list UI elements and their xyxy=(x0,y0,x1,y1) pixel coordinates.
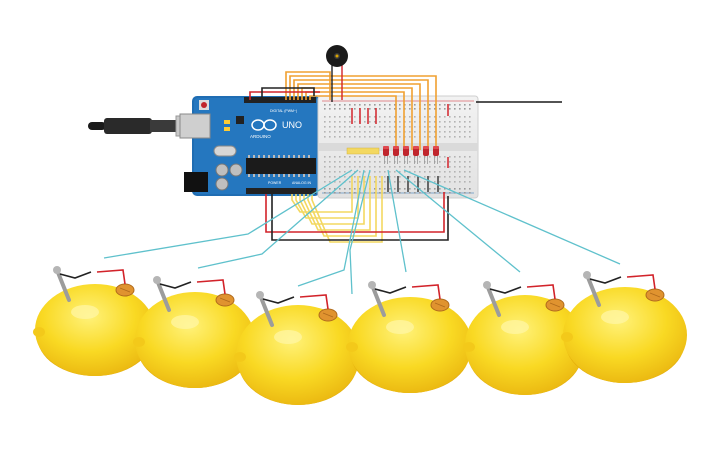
zinc-nail xyxy=(370,283,386,317)
zinc-nail xyxy=(485,283,501,317)
resistor-array xyxy=(346,147,380,155)
atmega-chip xyxy=(246,158,316,174)
lemon-cell xyxy=(463,281,585,395)
ground-jumpers xyxy=(387,176,439,192)
piezo-buzzer[interactable] xyxy=(326,45,348,102)
analog-label: ANALOG IN xyxy=(292,181,312,185)
led xyxy=(383,146,389,164)
yellow-analog-wires xyxy=(291,176,383,243)
power-loop-wires xyxy=(265,192,449,241)
lemon-cell xyxy=(234,291,360,405)
zinc-nail xyxy=(155,278,171,312)
teal-probe-wires xyxy=(103,169,621,295)
lemon-cell xyxy=(346,281,472,393)
led xyxy=(403,146,409,164)
led xyxy=(433,146,439,164)
arduino-uno-board[interactable]: UNO ARDUINO DIGITAL (PWM~) POWER ANALOG … xyxy=(179,96,320,196)
power-wires-top xyxy=(249,87,320,100)
lemon-cell xyxy=(561,271,687,383)
lemon-cell xyxy=(33,266,155,376)
board-brand: ARDUINO xyxy=(250,134,271,139)
usb-jack xyxy=(179,113,211,139)
led xyxy=(393,146,399,164)
lemon-cell xyxy=(133,276,255,388)
led-red-jumpers xyxy=(351,104,449,168)
lemon-batteries xyxy=(33,266,687,405)
led xyxy=(413,146,419,164)
breadboard-holes xyxy=(324,104,471,194)
power-label: POWER xyxy=(268,181,282,185)
led-array xyxy=(383,146,439,164)
digital-label: DIGITAL (PWM~) xyxy=(270,109,297,113)
led xyxy=(423,146,429,164)
board-model: UNO xyxy=(282,120,302,130)
zinc-nail xyxy=(55,268,71,302)
arduino-logo xyxy=(251,119,277,131)
zinc-nail xyxy=(258,293,274,327)
power-analog-header xyxy=(246,188,316,194)
power-jack xyxy=(184,172,208,192)
zinc-nail xyxy=(585,273,601,307)
digital-header xyxy=(244,97,316,103)
